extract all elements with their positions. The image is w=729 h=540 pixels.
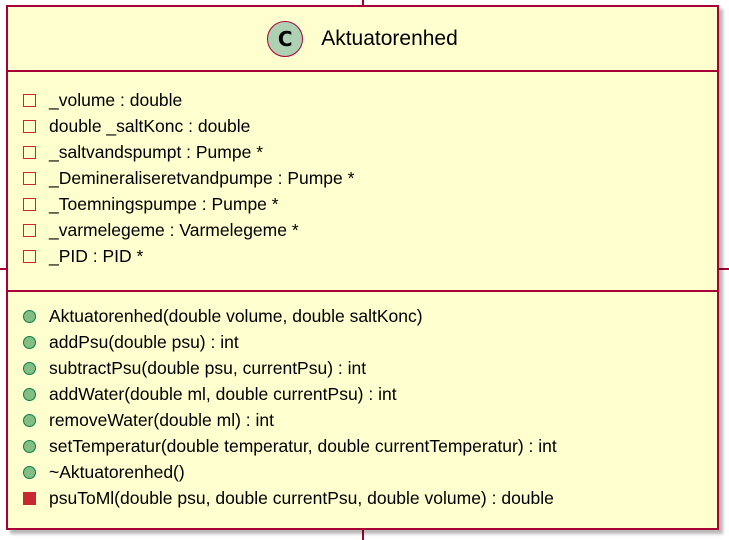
attribute-row: _Toemningspumpe : Pumpe * [8, 191, 717, 217]
operation-text: addPsu(double psu) : int [49, 331, 239, 352]
operation-text: ~Aktuatorenhed() [49, 461, 185, 482]
private-visibility-icon [23, 197, 36, 211]
private-visibility-icon [23, 119, 36, 133]
attribute-row: _varmelegeme : Varmelegeme * [8, 217, 717, 243]
operation-text: subtractPsu(double psu, currentPsu) : in… [49, 357, 367, 378]
attribute-text: double _saltKonc : double [49, 115, 251, 136]
private-visibility-icon [23, 93, 36, 107]
class-stereotype-icon: C [267, 20, 304, 57]
public-visibility-icon [23, 387, 36, 401]
operation-row: Aktuatorenhed(double volume, double salt… [8, 303, 717, 329]
connector-right-stub [718, 268, 729, 270]
public-visibility-icon [23, 361, 36, 375]
attribute-text: _varmelegeme : Varmelegeme * [49, 219, 299, 240]
attributes-compartment: _volume : double double _saltKonc : doub… [8, 72, 717, 292]
operation-text: addWater(double ml, double currentPsu) :… [49, 383, 397, 404]
operation-text: setTemperatur(double temperatur, double … [49, 435, 557, 456]
private-visibility-icon [23, 249, 36, 263]
public-visibility-icon [23, 413, 36, 427]
operation-text: removeWater(double ml) : int [49, 409, 274, 430]
attribute-row: _volume : double [8, 87, 717, 113]
attribute-row: double _saltKonc : double [8, 113, 717, 139]
attribute-text: _Toemningspumpe : Pumpe * [49, 193, 279, 214]
operation-row: setTemperatur(double temperatur, double … [8, 433, 717, 459]
operation-text: psuToMl(double psu, double currentPsu, d… [49, 487, 554, 508]
connector-bottom-stub [362, 529, 364, 540]
operation-row: addPsu(double psu) : int [8, 329, 717, 355]
public-visibility-icon [23, 309, 36, 323]
attribute-row: _PID : PID * [8, 243, 717, 269]
private-visibility-icon [23, 171, 36, 185]
connector-left-stub [0, 268, 7, 270]
private-visibility-icon [23, 145, 36, 159]
operation-row: subtractPsu(double psu, currentPsu) : in… [8, 355, 717, 381]
operation-row: ~Aktuatorenhed() [8, 459, 717, 485]
attribute-row: _Demineraliseretvandpumpe : Pumpe * [8, 165, 717, 191]
connector-top-stub [362, 0, 364, 6]
attribute-text: _PID : PID * [49, 245, 144, 266]
attribute-text: _Demineraliseretvandpumpe : Pumpe * [49, 167, 355, 188]
operation-row: removeWater(double ml) : int [8, 407, 717, 433]
operation-row: addWater(double ml, double currentPsu) :… [8, 381, 717, 407]
public-visibility-icon [23, 465, 36, 479]
class-name: Aktuatorenhed [321, 26, 458, 50]
attribute-text: _saltvandspumpt : Pumpe * [49, 141, 264, 162]
operations-compartment: Aktuatorenhed(double volume, double salt… [8, 292, 717, 511]
public-visibility-icon [23, 335, 36, 349]
public-visibility-icon [23, 439, 36, 453]
attribute-row: _saltvandspumpt : Pumpe * [8, 139, 717, 165]
private-method-visibility-icon [23, 491, 36, 505]
class-header: C Aktuatorenhed [8, 7, 717, 72]
operation-row: psuToMl(double psu, double currentPsu, d… [8, 485, 717, 511]
class-stereotype-letter: C [277, 26, 293, 51]
attribute-text: _volume : double [49, 89, 183, 110]
private-visibility-icon [23, 223, 36, 237]
class-box[interactable]: C Aktuatorenhed _volume : double double … [6, 5, 719, 530]
operation-text: Aktuatorenhed(double volume, double salt… [49, 305, 423, 326]
